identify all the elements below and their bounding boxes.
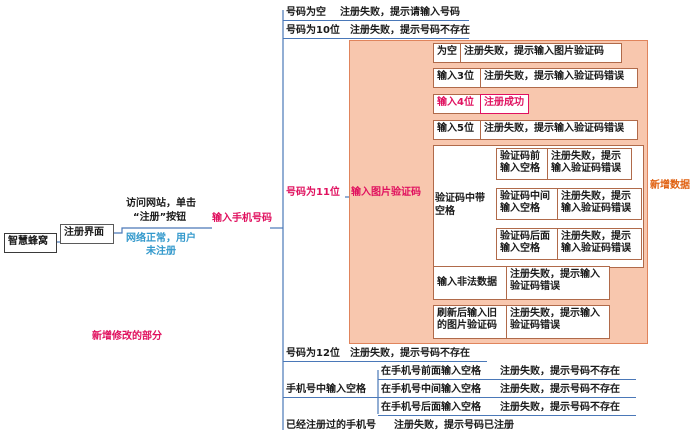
ps-front: 在手机号前面输入空格	[381, 366, 481, 377]
space-mid-res-2: 输入验证码错误	[561, 203, 631, 214]
refresh-res-1: 注册失败，提示输入	[510, 308, 600, 319]
ps-back-result: 注册失败，提示号码不存在	[500, 402, 620, 413]
space-back-res-1: 注册失败，提示	[561, 231, 631, 242]
phone-12: 号码为12位	[286, 348, 340, 359]
cap-3-result: 注册失败，提示输入验证码错误	[480, 68, 638, 88]
phone-11: 号码为11位	[286, 187, 340, 198]
ps-mid: 在手机号中间输入空格	[381, 384, 481, 395]
cap-empty: 为空	[437, 46, 457, 57]
phone-empty-result: 注册失败，提示请输入号码	[340, 7, 460, 18]
cap-4: 输入4位	[437, 97, 474, 108]
new-data-label: 新增数据	[650, 180, 690, 191]
refresh-1: 刷新后输入旧	[437, 308, 497, 319]
underline-phone-empty	[283, 20, 469, 21]
underline-ps-front	[378, 379, 636, 380]
network-text-2: 未注册	[146, 246, 176, 257]
registered-result: 注册失败，提示号码已注册	[394, 420, 514, 431]
phone-10: 号码为10位	[286, 25, 340, 36]
underline-ps-mid	[378, 397, 636, 398]
space-back-2: 输入空格	[500, 243, 540, 254]
space-mid-result: 注册失败，提示 输入验证码错误	[557, 188, 642, 220]
phone-empty: 号码为空	[286, 7, 326, 18]
space-front-res-1: 注册失败，提示	[551, 151, 621, 162]
cap-5-result: 注册失败，提示输入验证码错误	[480, 120, 638, 140]
ps-mid-result: 注册失败，提示号码不存在	[500, 384, 620, 395]
ps-front-result: 注册失败，提示号码不存在	[500, 366, 620, 377]
space-mid-res-1: 注册失败，提示	[561, 191, 631, 202]
phone-10-result: 注册失败，提示号码不存在	[350, 25, 470, 36]
registered: 已经注册过的手机号	[286, 420, 376, 431]
new-modified-note: 新增修改的部分	[92, 331, 162, 342]
space-mid-2: 输入空格	[500, 203, 540, 214]
space-front-res-2: 输入验证码错误	[551, 163, 621, 174]
cap-empty-result: 注册失败，提示输入图片验证码	[460, 43, 622, 63]
space-back-1: 验证码后面	[500, 231, 550, 242]
cap-4-result: 注册成功	[480, 94, 529, 114]
illegal-res-1: 注册失败，提示输入	[510, 269, 600, 280]
visit-text-1: 访问网站，单击	[126, 198, 196, 209]
root-node: 智慧蜂窝	[4, 233, 57, 253]
underline-phone-space	[283, 397, 378, 398]
refresh-2: 的图片验证码	[437, 320, 497, 331]
cap-space-1: 验证码中带	[435, 193, 485, 204]
space-mid-1: 验证码中间	[500, 191, 550, 202]
illegal-result: 注册失败，提示输入 验证码错误	[506, 266, 610, 300]
phone-space: 手机号中输入空格	[286, 384, 366, 395]
register-page-node: 注册界面	[60, 224, 114, 244]
visit-text-2: “注册”按钮	[133, 212, 187, 223]
space-back-result: 注册失败，提示 输入验证码错误	[557, 228, 642, 260]
space-back-res-2: 输入验证码错误	[561, 243, 631, 254]
underline-phone-12	[283, 361, 487, 362]
ps-back: 在手机号后面输入空格	[381, 402, 481, 413]
underline-ps-back	[378, 415, 636, 416]
refresh-res-2: 验证码错误	[510, 320, 560, 331]
space-front-2: 输入空格	[500, 163, 540, 174]
cap-space-2: 空格	[435, 206, 455, 217]
underline-phone-10	[283, 38, 469, 39]
illegal-res-2: 验证码错误	[510, 281, 560, 292]
input-phone-node: 输入手机号码	[212, 213, 272, 224]
refresh-result: 注册失败，提示输入 验证码错误	[506, 305, 610, 339]
phone-12-result: 注册失败，提示号码不存在	[350, 348, 470, 359]
space-front-1: 验证码前	[500, 151, 540, 162]
network-text-1: 网络正常，用户	[126, 233, 196, 244]
cap-5: 输入5位	[437, 123, 474, 134]
illegal: 输入非法数据	[437, 277, 497, 288]
space-front-result: 注册失败，提示 输入验证码错误	[547, 148, 632, 180]
cap-3: 输入3位	[437, 71, 474, 82]
captcha-input-node: 输入图片验证码	[351, 187, 421, 198]
